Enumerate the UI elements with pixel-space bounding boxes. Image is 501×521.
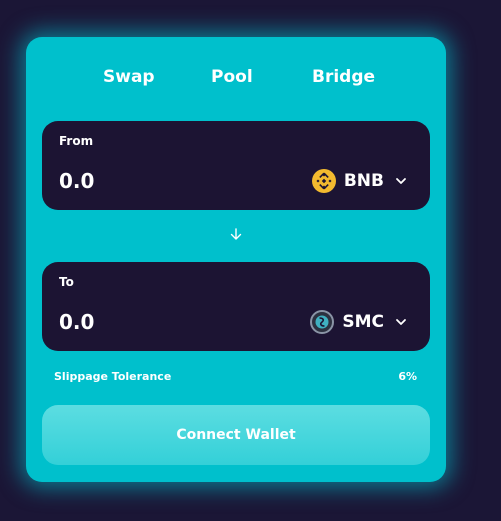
to-amount-input[interactable] bbox=[59, 309, 259, 335]
tab-pool[interactable]: Pool bbox=[211, 67, 253, 87]
chevron-down-icon bbox=[394, 174, 408, 188]
to-token-select[interactable]: SMC bbox=[310, 309, 408, 335]
slippage-value[interactable]: 6% bbox=[398, 370, 417, 383]
tab-bridge[interactable]: Bridge bbox=[312, 67, 376, 87]
from-token-select[interactable]: BNB bbox=[311, 168, 408, 194]
to-label: To bbox=[59, 275, 74, 289]
smc-icon bbox=[310, 310, 335, 334]
swap-card: Swap Pool Bridge From BN bbox=[26, 37, 446, 482]
arrow-down-icon[interactable] bbox=[228, 226, 244, 242]
to-token-name: SMC bbox=[342, 312, 384, 332]
nav-tabs: Swap Pool Bridge bbox=[26, 37, 446, 117]
from-token-name: BNB bbox=[343, 171, 384, 191]
connect-wallet-button[interactable]: Connect Wallet bbox=[42, 405, 430, 465]
chevron-down-icon bbox=[394, 315, 408, 329]
slippage-label: Slippage Tolerance bbox=[54, 370, 172, 383]
from-panel: From BNB bbox=[42, 121, 430, 210]
to-panel: To SMC bbox=[42, 262, 430, 351]
from-label: From bbox=[59, 134, 94, 148]
bnb-icon bbox=[311, 169, 336, 193]
tab-swap[interactable]: Swap bbox=[103, 67, 155, 87]
from-amount-input[interactable] bbox=[59, 168, 259, 194]
